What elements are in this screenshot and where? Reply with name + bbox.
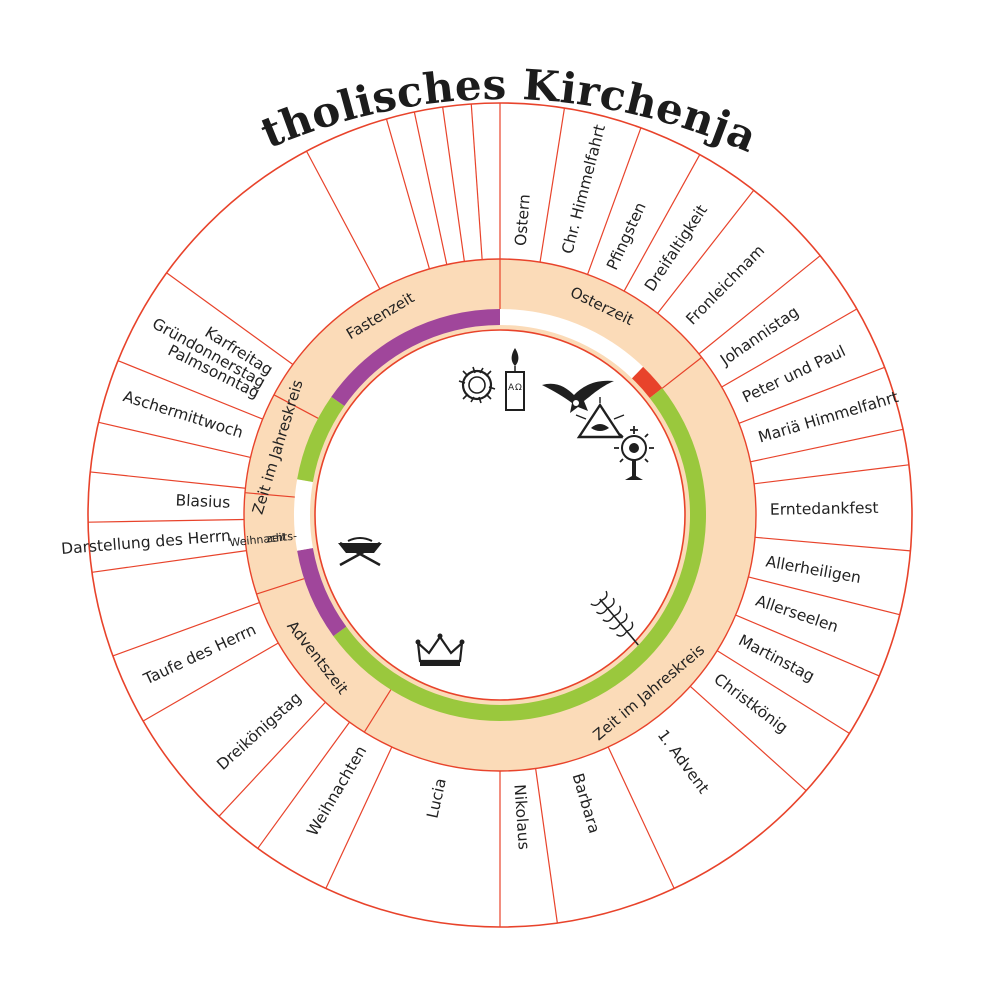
feast-divider — [218, 701, 326, 817]
diagram-title: Katholisches Kirchenjahr — [0, 0, 764, 162]
monstrance-icon — [614, 426, 654, 480]
season-divider — [363, 689, 392, 733]
color-segment-weihnachtszeit — [294, 479, 313, 551]
feast-divider — [91, 550, 247, 573]
feast-divider — [117, 360, 263, 420]
feast-ring — [87, 102, 913, 928]
feast-divider — [721, 308, 858, 388]
svg-text:Ω: Ω — [515, 383, 522, 393]
color-segment-jahreskreis-1 — [297, 396, 345, 483]
feast-label: Darstellung des Herrn — [60, 527, 231, 558]
feast-label: Lucia — [424, 777, 450, 820]
wheat-icon — [590, 590, 639, 646]
feast-divider — [306, 150, 381, 290]
feast-divider — [88, 518, 245, 523]
color-segment-pfingsten — [631, 366, 663, 399]
easter-candle-icon: A Ω — [505, 348, 525, 411]
inner-circle — [314, 329, 686, 701]
crown-of-thorns-icon — [458, 366, 496, 404]
feast-divider — [716, 650, 850, 734]
color-segment-adventszeit — [297, 547, 347, 637]
feast-label: Dreikönigstag — [213, 689, 305, 774]
feast-divider — [257, 721, 351, 849]
color-segment-fastenzeit — [331, 309, 500, 407]
feast-label: Barbara — [569, 771, 604, 835]
feast-label: Dreifaltigkeit — [641, 202, 711, 295]
feast-divider — [413, 111, 448, 265]
feast-divider — [98, 421, 251, 458]
feast-label: Taufe des Herrn — [140, 620, 259, 688]
diagram-title-path: Katholisches Kirchenjahr — [0, 0, 764, 162]
feast-divider — [738, 366, 885, 424]
feast-spokes — [88, 103, 911, 927]
feast-divider — [689, 685, 807, 792]
feast-label: Peter und Paul — [740, 342, 849, 406]
season-divider — [661, 356, 703, 389]
feast-label: Ostern — [512, 193, 534, 246]
liturgical-symbols: A Ω — [338, 348, 654, 666]
feast-divider — [325, 746, 393, 889]
feast-divider — [90, 471, 246, 489]
feast-label: 1. Advent — [654, 726, 713, 797]
feast-label: Aschermittwoch — [121, 387, 245, 442]
season-dividers — [244, 259, 703, 733]
color-segment-jahreskreis-2 — [333, 388, 707, 722]
crown-icon — [415, 633, 465, 666]
feast-label: Allerseelen — [753, 592, 840, 636]
liturgical-color-ring — [294, 309, 707, 722]
season-label-line: zeit — [266, 530, 288, 545]
manger-icon — [338, 537, 382, 567]
feast-divider — [657, 189, 755, 314]
feast-divider — [586, 127, 642, 275]
feast-divider — [623, 154, 701, 292]
feast-label: Mariä Himmelfahrt — [756, 388, 900, 447]
feast-divider — [142, 642, 279, 722]
color-segment-osterzeit — [500, 309, 644, 379]
feast-divider — [166, 272, 294, 366]
feast-label: Christkönig — [711, 670, 792, 737]
feast-divider — [735, 614, 880, 677]
feast-label: Weihnachten — [303, 743, 370, 839]
feast-label: Martinstag — [736, 631, 818, 685]
feast-label: Johannistag — [716, 303, 802, 370]
feast-label: Erntedankfest — [770, 499, 879, 519]
trinity-eye-icon — [575, 397, 625, 439]
feast-divider — [385, 118, 431, 270]
season-divider — [244, 492, 295, 498]
feast-label: Allerheiligen — [764, 553, 862, 587]
dove-icon — [542, 380, 614, 413]
feast-divider — [442, 106, 465, 262]
feast-label: Blasius — [175, 491, 230, 511]
season-divider — [256, 578, 305, 595]
feast-label: Nikolaus — [510, 784, 533, 851]
feast-divider — [748, 576, 900, 616]
feast-divider — [470, 103, 483, 260]
feast-divider — [750, 428, 904, 463]
feast-label: Fronleichnam — [682, 242, 768, 329]
feast-divider — [539, 107, 566, 263]
feast-divider — [112, 601, 260, 657]
feast-divider — [754, 536, 911, 552]
svg-text:A: A — [508, 383, 515, 393]
feast-divider — [607, 746, 675, 889]
season-divider — [273, 394, 319, 419]
feast-divider — [754, 464, 910, 485]
feast-divider — [535, 768, 558, 924]
feast-divider — [698, 255, 821, 355]
